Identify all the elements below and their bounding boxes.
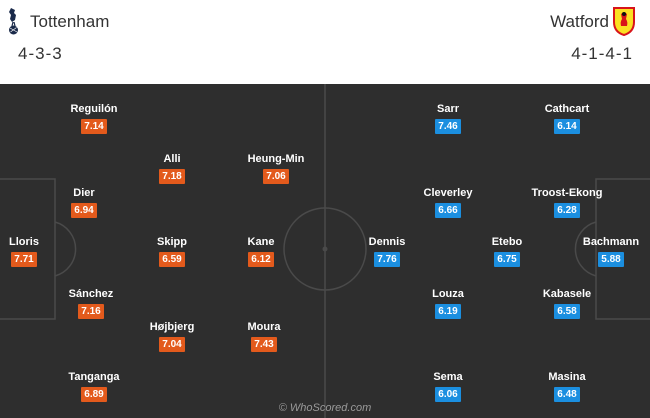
away-player[interactable]: Louza 6.19 (403, 287, 493, 319)
away-formation: 4-1-4-1 (571, 44, 633, 63)
player-name: Sema (433, 371, 463, 383)
player-name: Louza (432, 288, 464, 300)
player-name: Etebo (491, 236, 523, 248)
player-name: Sánchez (68, 288, 114, 300)
player-name: Skipp (157, 236, 187, 248)
player-rating: 6.59 (159, 252, 185, 267)
home-player[interactable]: Tanganga 6.89 (49, 370, 139, 402)
player-name: Lloris (9, 236, 39, 248)
away-player[interactable]: Cleverley 6.66 (403, 186, 493, 218)
away-player[interactable]: Etebo 6.75 (462, 235, 552, 267)
away-player[interactable]: Sema 6.06 (403, 370, 493, 402)
player-name: Moura (247, 321, 281, 333)
player-rating: 7.04 (159, 337, 185, 352)
player-name: Cleverley (423, 187, 473, 199)
player-name: Heung-Min (247, 153, 305, 165)
player-rating: 6.75 (494, 252, 520, 267)
player-name: Troost-Ekong (531, 187, 603, 199)
player-name: Sarr (436, 103, 460, 115)
player-rating: 6.06 (435, 387, 461, 402)
player-rating: 7.06 (263, 169, 289, 184)
player-name: Reguilón (70, 103, 118, 115)
player-rating: 7.43 (251, 337, 277, 352)
player-rating: 6.28 (554, 203, 580, 218)
player-name: Kane (247, 236, 275, 248)
player-rating: 6.12 (248, 252, 274, 267)
away-team-name: Watford (550, 12, 609, 31)
home-player[interactable]: Dier 6.94 (39, 186, 129, 218)
player-name: Alli (163, 153, 181, 165)
player-name: Tanganga (68, 371, 120, 383)
home-player[interactable]: Sánchez 7.16 (46, 287, 136, 319)
player-rating: 7.76 (374, 252, 400, 267)
pitch: Reguilón 7.14 Alli 7.18 Heung-Min 7.06 D… (0, 84, 650, 418)
away-player[interactable]: Dennis 7.76 (342, 235, 432, 267)
home-player[interactable]: Heung-Min 7.06 (231, 152, 321, 184)
player-name: Kabasele (542, 288, 592, 300)
player-rating: 5.88 (598, 252, 624, 267)
away-player[interactable]: Masina 6.48 (522, 370, 612, 402)
away-player[interactable]: Cathcart 6.14 (522, 102, 612, 134)
player-rating: 6.89 (81, 387, 107, 402)
match-header: Tottenham 4-3-3 Watford 4-1-4-1 (0, 0, 650, 84)
pitch-markings (0, 84, 650, 418)
player-name: Masina (548, 371, 586, 383)
player-rating: 6.19 (435, 304, 461, 319)
player-name: Højbjerg (149, 321, 195, 333)
player-name: Bachmann (582, 236, 640, 248)
home-player[interactable]: Reguilón 7.14 (49, 102, 139, 134)
watermark: © WhoScored.com (278, 402, 372, 414)
player-rating: 6.94 (71, 203, 97, 218)
away-player[interactable]: Kabasele 6.58 (522, 287, 612, 319)
away-player[interactable]: Troost-Ekong 6.28 (522, 186, 612, 218)
player-rating: 7.18 (159, 169, 185, 184)
player-rating: 6.66 (435, 203, 461, 218)
home-player[interactable]: Skipp 6.59 (127, 235, 217, 267)
player-rating: 7.71 (11, 252, 37, 267)
away-player[interactable]: Sarr 7.46 (403, 102, 493, 134)
player-rating: 6.58 (554, 304, 580, 319)
tottenham-crest-icon (9, 8, 18, 35)
player-name: Dier (73, 187, 95, 199)
home-team-name: Tottenham (30, 12, 110, 31)
player-name: Cathcart (544, 103, 590, 115)
player-rating: 7.46 (435, 119, 461, 134)
player-rating: 7.16 (78, 304, 104, 319)
home-player[interactable]: Kane 6.12 (216, 235, 306, 267)
player-rating: 6.48 (554, 387, 580, 402)
home-formation: 4-3-3 (18, 44, 63, 63)
watford-crest-icon (613, 7, 635, 36)
player-rating: 6.14 (554, 119, 580, 134)
home-player[interactable]: Moura 7.43 (219, 320, 309, 352)
home-player[interactable]: Højbjerg 7.04 (127, 320, 217, 352)
player-name: Dennis (368, 236, 406, 248)
home-player[interactable]: Alli 7.18 (127, 152, 217, 184)
player-rating: 7.14 (81, 119, 107, 134)
away-player[interactable]: Bachmann 5.88 (566, 235, 650, 267)
home-player[interactable]: Lloris 7.71 (0, 235, 69, 267)
